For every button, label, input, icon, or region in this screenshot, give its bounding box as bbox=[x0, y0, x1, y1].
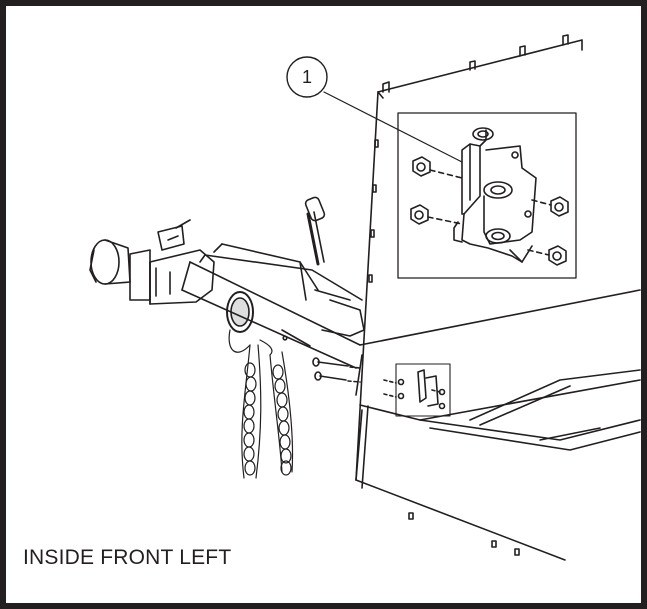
trailer-bed bbox=[355, 289, 641, 489]
latch-detail-small bbox=[383, 363, 451, 417]
jack-handle bbox=[304, 196, 326, 266]
latch-detail-inset bbox=[397, 112, 577, 279]
hex-nut-lower-left bbox=[410, 204, 429, 225]
hex-nut-lower-right bbox=[548, 245, 567, 266]
hex-nut-upper-right bbox=[550, 196, 569, 217]
safety-chains bbox=[228, 329, 294, 479]
bolts bbox=[312, 357, 361, 383]
front-panel bbox=[355, 34, 583, 561]
callout-leader bbox=[323, 91, 463, 163]
callout-circle bbox=[286, 56, 328, 98]
callout-number: 1 bbox=[302, 67, 312, 87]
view-caption: INSIDE FRONT LEFT bbox=[23, 546, 232, 569]
drawbar bbox=[181, 243, 365, 369]
coupler bbox=[89, 219, 215, 305]
hex-nut-upper-left bbox=[412, 156, 431, 177]
